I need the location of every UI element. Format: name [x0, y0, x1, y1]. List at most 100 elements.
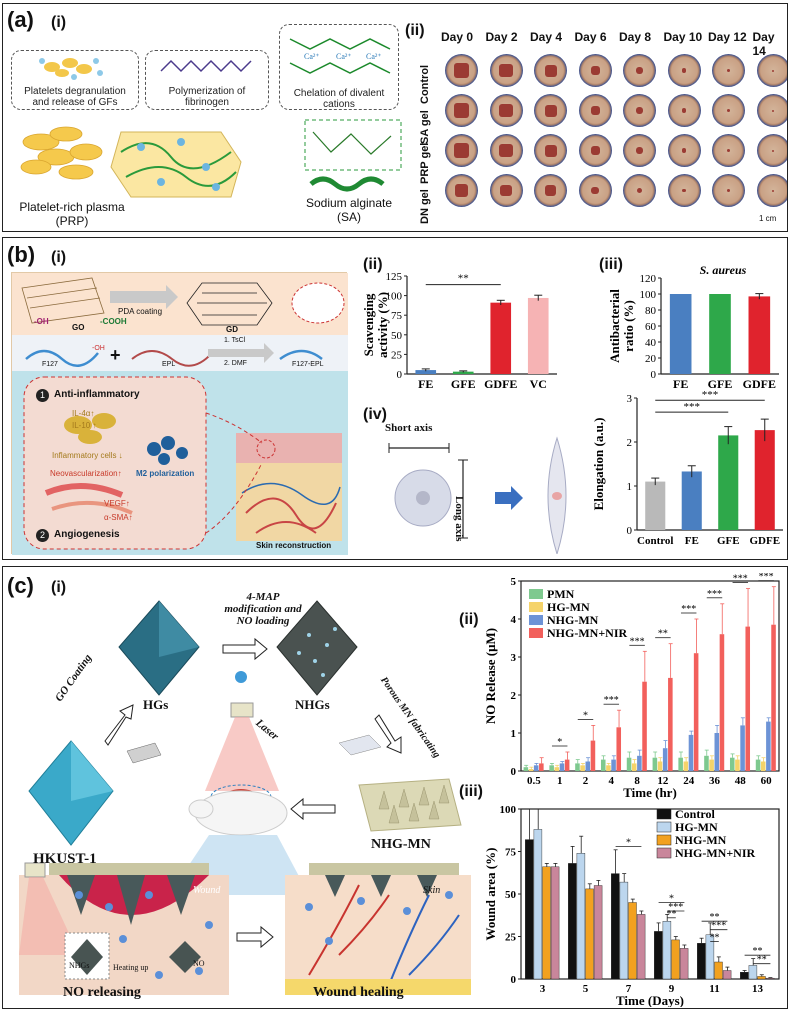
sig-label: *	[557, 737, 562, 748]
bar	[714, 961, 723, 980]
bar	[735, 759, 740, 771]
x-tick-label: 4	[609, 775, 615, 787]
panel-a-label: (a)	[7, 7, 34, 32]
bar	[415, 370, 437, 374]
panel-a-i-label: (i)	[51, 14, 67, 31]
wound-photo	[489, 94, 523, 127]
panel-b-iii-label: (iii)	[599, 256, 623, 273]
platelet-box: Platelets degranulation and release of G…	[11, 50, 139, 110]
bar	[740, 971, 749, 980]
chelation-icon: Ca²⁺Ca²⁺Ca²⁺	[289, 38, 391, 74]
bar	[748, 296, 771, 374]
sig-label: ***	[702, 389, 719, 401]
legend-swatch	[656, 821, 672, 833]
wound-photo	[534, 54, 567, 87]
panel-c-iii-label: (iii)	[459, 783, 483, 800]
y-tick-label: 75	[391, 310, 403, 322]
label-wound: Wound	[193, 885, 221, 896]
wound-photo	[534, 174, 567, 207]
y-tick-label: 50	[505, 889, 517, 901]
wound-photo	[578, 174, 612, 207]
label-anti: Anti-inflammatory	[54, 389, 140, 400]
bar	[616, 727, 622, 771]
svg-text:Ca²⁺: Ca²⁺	[366, 52, 382, 61]
wound-photo	[578, 94, 612, 127]
y-tick-label: 2	[627, 437, 633, 449]
panel-b-ii-label: (ii)	[363, 256, 383, 273]
chelation-box: Ca²⁺Ca²⁺Ca²⁺ Chelation of divalent catio…	[279, 24, 399, 110]
y-tick-label: 0	[627, 525, 633, 537]
label-oh2: -OH	[92, 345, 105, 352]
label-skin: Skin	[423, 885, 441, 896]
bar	[719, 634, 725, 771]
y-tick-label: 50	[391, 330, 403, 342]
label-angio: Angiogenesis	[54, 529, 120, 540]
bar	[718, 435, 739, 530]
y-tick-label: 3	[511, 652, 517, 664]
prp-label: Platelet-rich plasma (PRP)	[19, 200, 125, 228]
bar	[636, 914, 646, 980]
bar	[755, 759, 761, 771]
y-axis-label-line: Scavenging	[361, 293, 376, 356]
bar	[722, 970, 732, 980]
label-step1: 1. TsCl	[224, 337, 246, 344]
platelet-icon	[39, 58, 103, 80]
wound-photo	[578, 54, 612, 87]
svg-text:Ca²⁺: Ca²⁺	[304, 52, 320, 61]
legend-label: HG-MN	[675, 820, 718, 834]
wound-photo	[667, 134, 701, 167]
panel-b-iv-label: (iv)	[363, 406, 387, 423]
legend-label: NHG-MN	[675, 833, 727, 847]
sig-label: **	[757, 955, 767, 966]
bar	[568, 863, 577, 980]
bar	[681, 471, 702, 530]
wound-photo	[623, 94, 656, 127]
day-header: Day 10	[663, 30, 703, 44]
panel-b-i-label: (i)	[51, 249, 67, 266]
y-tick-label: 1	[627, 481, 633, 493]
fibrinogen-box: Polymerization of fibrinogen	[145, 50, 269, 110]
wound-photo	[578, 134, 612, 167]
fibrinogen-text: Polymerization of fibrinogen	[168, 86, 246, 108]
bar	[669, 294, 692, 374]
day-header: Day 12	[708, 30, 747, 44]
bar	[585, 761, 591, 771]
label-f127: F127	[42, 361, 58, 368]
day-header: Day 14	[752, 30, 775, 58]
bar	[671, 939, 680, 980]
y-tick-label: 4	[511, 614, 517, 626]
legend-label: HG-MN	[547, 600, 590, 614]
x-tick-label: GFE	[708, 377, 733, 391]
long-axis-label: Long axis	[453, 496, 465, 542]
wound-photo	[756, 94, 787, 127]
bar	[668, 677, 673, 771]
bar	[748, 965, 758, 980]
bar	[590, 740, 596, 771]
bar	[693, 653, 699, 771]
bar	[771, 624, 776, 771]
x-tick-label: GDFE	[743, 377, 776, 391]
label-nhgs: NHGs	[295, 697, 330, 712]
y-tick-label: 40	[645, 337, 657, 349]
fibrinogen-icon	[160, 59, 252, 73]
prp-sa-illustration	[20, 119, 402, 198]
day-header: Day 4	[530, 30, 563, 44]
sig-label: **	[658, 629, 668, 640]
y-axis-label: Scavengingactivity (%)	[361, 292, 390, 358]
num-1: 1	[36, 389, 49, 402]
bar	[760, 761, 766, 771]
x-tick-label: GFE	[717, 535, 740, 547]
bar	[740, 725, 745, 771]
y-tick-label: 100	[640, 289, 657, 301]
legend-label: NHG-MN+NIR	[675, 846, 755, 860]
label-nhgmn: NHG-MN	[371, 837, 431, 852]
y-axis-label: Elongation (a.u.)	[593, 418, 606, 511]
bar	[564, 759, 570, 771]
panel-b-label: (b)	[7, 242, 36, 267]
x-tick-label: 1	[557, 775, 563, 787]
bar	[523, 767, 529, 771]
bar	[542, 866, 551, 980]
